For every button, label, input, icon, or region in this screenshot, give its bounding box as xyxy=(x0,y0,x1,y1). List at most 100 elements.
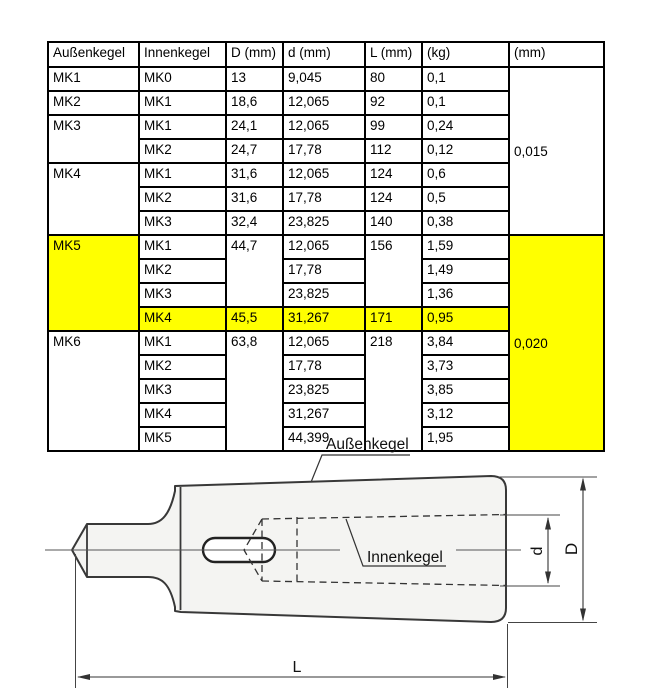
table-cell: 0,12 xyxy=(421,138,510,164)
table-cell: 45,5 xyxy=(225,306,284,332)
table-row: MK2 17,78 1,49 xyxy=(48,258,604,284)
table-cell: MK1 xyxy=(138,330,227,356)
table-cell: 156 xyxy=(364,234,423,308)
inner-taper-leader xyxy=(345,518,446,567)
table-cell: 3,12 xyxy=(421,402,510,428)
table-cell: 44,399 xyxy=(282,426,366,452)
table-cell: 17,78 xyxy=(282,186,366,212)
table-cell: 17,78 xyxy=(282,258,366,284)
table-cell: 3,73 xyxy=(421,354,510,380)
table-cell: 124 xyxy=(364,162,423,188)
table-cell: 99 xyxy=(364,114,423,140)
table-cell: 218 xyxy=(364,330,423,452)
table-cell: MK1 xyxy=(138,114,227,140)
table-cell: 31,6 xyxy=(225,186,284,212)
table-cell: 0,6 xyxy=(421,162,510,188)
table-cell: 0,1 xyxy=(421,66,510,92)
table-cell: MK3 xyxy=(47,114,140,164)
table-cell: MK6 xyxy=(47,330,140,452)
table-cell: 18,6 xyxy=(225,90,284,116)
table-cell: 1,49 xyxy=(421,258,510,284)
inner-taper-hidden-outline xyxy=(243,513,508,587)
table-cell: MK3 xyxy=(138,282,227,308)
table-cell: 1,59 xyxy=(421,234,510,260)
table-cell: 12,065 xyxy=(282,114,366,140)
table-cell: MK3 xyxy=(138,378,227,404)
table-cell: MK1 xyxy=(138,162,227,188)
table-cell: MK5 xyxy=(47,234,140,332)
table-row: MK2 17,78 3,73 xyxy=(48,354,604,380)
table-cell: 112 xyxy=(364,138,423,164)
table-cell: MK1 xyxy=(138,90,227,116)
table-cell: 12,065 xyxy=(282,90,366,116)
dim-label-L: L xyxy=(293,659,302,676)
table-cell: 0,24 xyxy=(421,114,510,140)
table-cell: MK2 xyxy=(138,354,227,380)
table-cell: 1,36 xyxy=(421,282,510,308)
column-header-6: (mm) xyxy=(508,41,605,68)
table-cell: 3,84 xyxy=(421,330,510,356)
table-cell: MK2 xyxy=(47,90,140,116)
table-cell: MK5 xyxy=(138,426,227,452)
table-cell: 0,38 xyxy=(421,210,510,236)
column-header-5: (kg) xyxy=(421,41,510,68)
table-cell: 17,78 xyxy=(282,138,366,164)
table-cell: 24,7 xyxy=(225,138,284,164)
table-cell: MK4 xyxy=(138,402,227,428)
table-cell: 0,5 xyxy=(421,186,510,212)
table-cell: MK3 xyxy=(138,210,227,236)
table-cell: 31,267 xyxy=(282,306,366,332)
table-cell: 12,065 xyxy=(282,330,366,356)
dim-label-D: D xyxy=(562,543,581,555)
table-cell: 23,825 xyxy=(282,282,366,308)
table-cell: 23,825 xyxy=(282,210,366,236)
table-cell: 12,065 xyxy=(282,162,366,188)
table-cell: MK4 xyxy=(47,162,140,236)
outer-taper-leader xyxy=(310,454,410,482)
table-cell: MK2 xyxy=(138,186,227,212)
table-cell: MK2 xyxy=(138,258,227,284)
table-cell: 1,95 xyxy=(421,426,510,452)
table-cell: 31,6 xyxy=(225,162,284,188)
table-cell: 31,267 xyxy=(282,402,366,428)
table-cell: 0,020 xyxy=(508,234,605,452)
extension-lines xyxy=(75,476,597,688)
column-header-1: Innenkegel xyxy=(138,41,227,68)
table-cell: 17,78 xyxy=(282,354,366,380)
column-header-0: Außenkegel xyxy=(47,41,140,68)
table-cell: 3,85 xyxy=(421,378,510,404)
table-cell: MK4 xyxy=(138,306,227,332)
table-row: MK5 44,399 1,95 xyxy=(48,426,604,452)
table-cell: 0,015 xyxy=(508,66,605,236)
table-row: MK3 23,825 1,36 xyxy=(48,282,604,308)
table-cell: 24,1 xyxy=(225,114,284,140)
table-cell: 12,065 xyxy=(282,234,366,260)
table-cell: 32,4 xyxy=(225,210,284,236)
table-cell: 0,1 xyxy=(421,90,510,116)
table-cell: 80 xyxy=(364,66,423,92)
outer-taper-label: Außenkegel xyxy=(326,436,409,453)
column-header-2: D (mm) xyxy=(225,41,284,68)
table-cell: 9,045 xyxy=(282,66,366,92)
column-header-3: d (mm) xyxy=(282,41,366,68)
table-cell: 63,8 xyxy=(225,330,284,452)
table-cell: 0,95 xyxy=(421,306,510,332)
inner-taper-label: Innenkegel xyxy=(367,549,443,566)
dim-label-d: d xyxy=(529,547,546,556)
table-cell: 44,7 xyxy=(225,234,284,308)
table-cell: 92 xyxy=(364,90,423,116)
